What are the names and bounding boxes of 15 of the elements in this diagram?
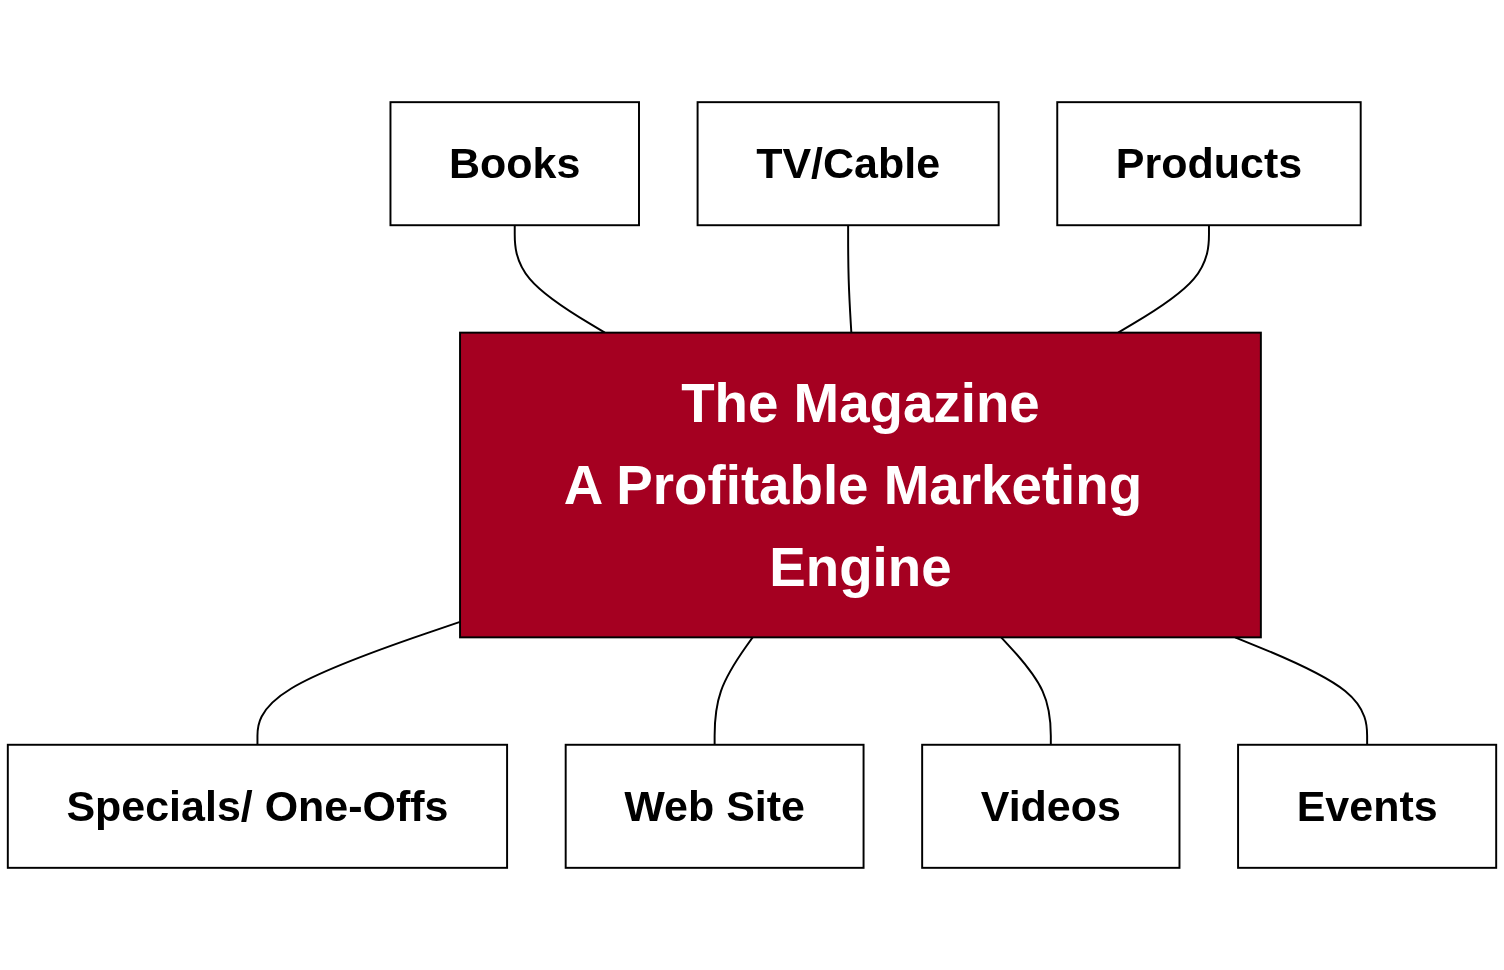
node-box: Specials/ One-Offs [6,743,509,869]
connector [513,224,606,334]
connector [847,224,853,334]
node-box: Books [389,101,640,227]
node-box: Events [1237,743,1498,869]
node-box: TV/Cable [696,101,1000,227]
connector [1234,636,1369,746]
connector [713,636,754,746]
connector [1000,636,1052,746]
connector [1117,224,1210,334]
node-box: Products [1056,101,1362,227]
connector [256,620,461,746]
node-box: The Magazine A Profitable Marketing Engine [459,331,1262,639]
node-box: Videos [921,743,1181,869]
node-box: Web Site [564,743,865,869]
